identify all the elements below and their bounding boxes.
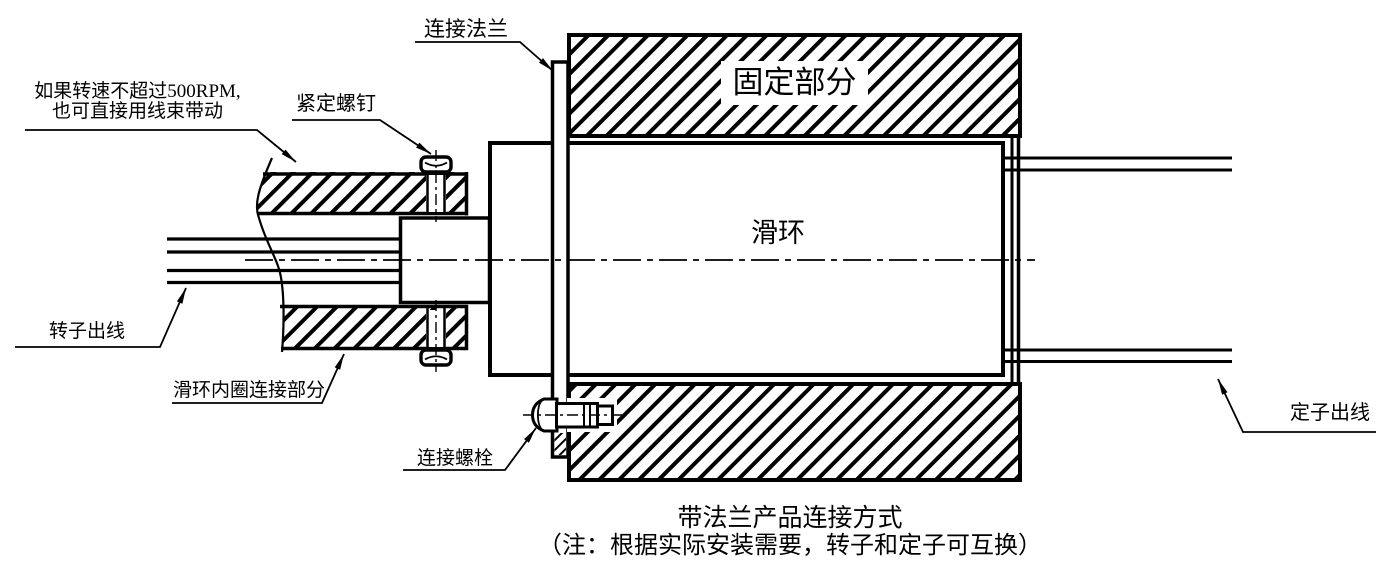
label-rpm-note-line1: 如果转速不超过500RPM, <box>34 81 241 102</box>
leader-arrowheads <box>176 58 1228 443</box>
stator-wires <box>1003 156 1232 363</box>
rotor-wires <box>167 237 402 285</box>
sleeve-top-block <box>257 172 468 215</box>
connection-bolt <box>523 397 623 433</box>
break-curve <box>255 157 285 353</box>
set-screw-top <box>419 150 453 222</box>
label-set-screw: 紧定螺钉 <box>296 93 376 115</box>
label-rpm-note: 如果转速不超过500RPM, 也可直接用线束带动 <box>30 82 245 122</box>
leader-connection-bolt <box>403 427 537 471</box>
label-fixed-part: 固定部分 <box>732 65 857 100</box>
label-rotor-wires: 转子出线 <box>49 321 126 342</box>
label-rpm-note-line2: 也可直接用线束带动 <box>51 101 223 122</box>
leader-rpm-note <box>25 129 297 163</box>
leader-inner-ring-connection <box>172 353 345 404</box>
set-screw-bottom <box>419 300 453 372</box>
fixed-part-housing <box>567 33 1022 482</box>
figure-note: （注：根据实际安装需要，转子和定子可互换） <box>538 533 1042 559</box>
leader-stator-wires <box>1217 378 1376 433</box>
label-stator-wires: 定子出线 <box>1290 402 1370 424</box>
leader-connection-flange <box>415 41 554 72</box>
fixed-part-label-box <box>721 61 868 105</box>
label-connection-flange: 连接法兰 <box>424 17 508 41</box>
label-slip-ring: 滑环 <box>751 218 805 248</box>
leader-set-screw <box>292 119 432 155</box>
leader-rotor-wires <box>15 287 187 348</box>
figure-title: 带法兰产品连接方式 <box>677 505 903 532</box>
fixed-part-bottom-block <box>567 382 1022 482</box>
leader-lines <box>15 41 1376 471</box>
label-connection-bolt: 连接螺栓 <box>417 448 494 469</box>
slip-ring-body <box>488 141 1005 377</box>
sleeve-bottom-block <box>280 305 468 350</box>
label-inner-ring-connection: 滑环内圈连接部分 <box>173 380 326 401</box>
